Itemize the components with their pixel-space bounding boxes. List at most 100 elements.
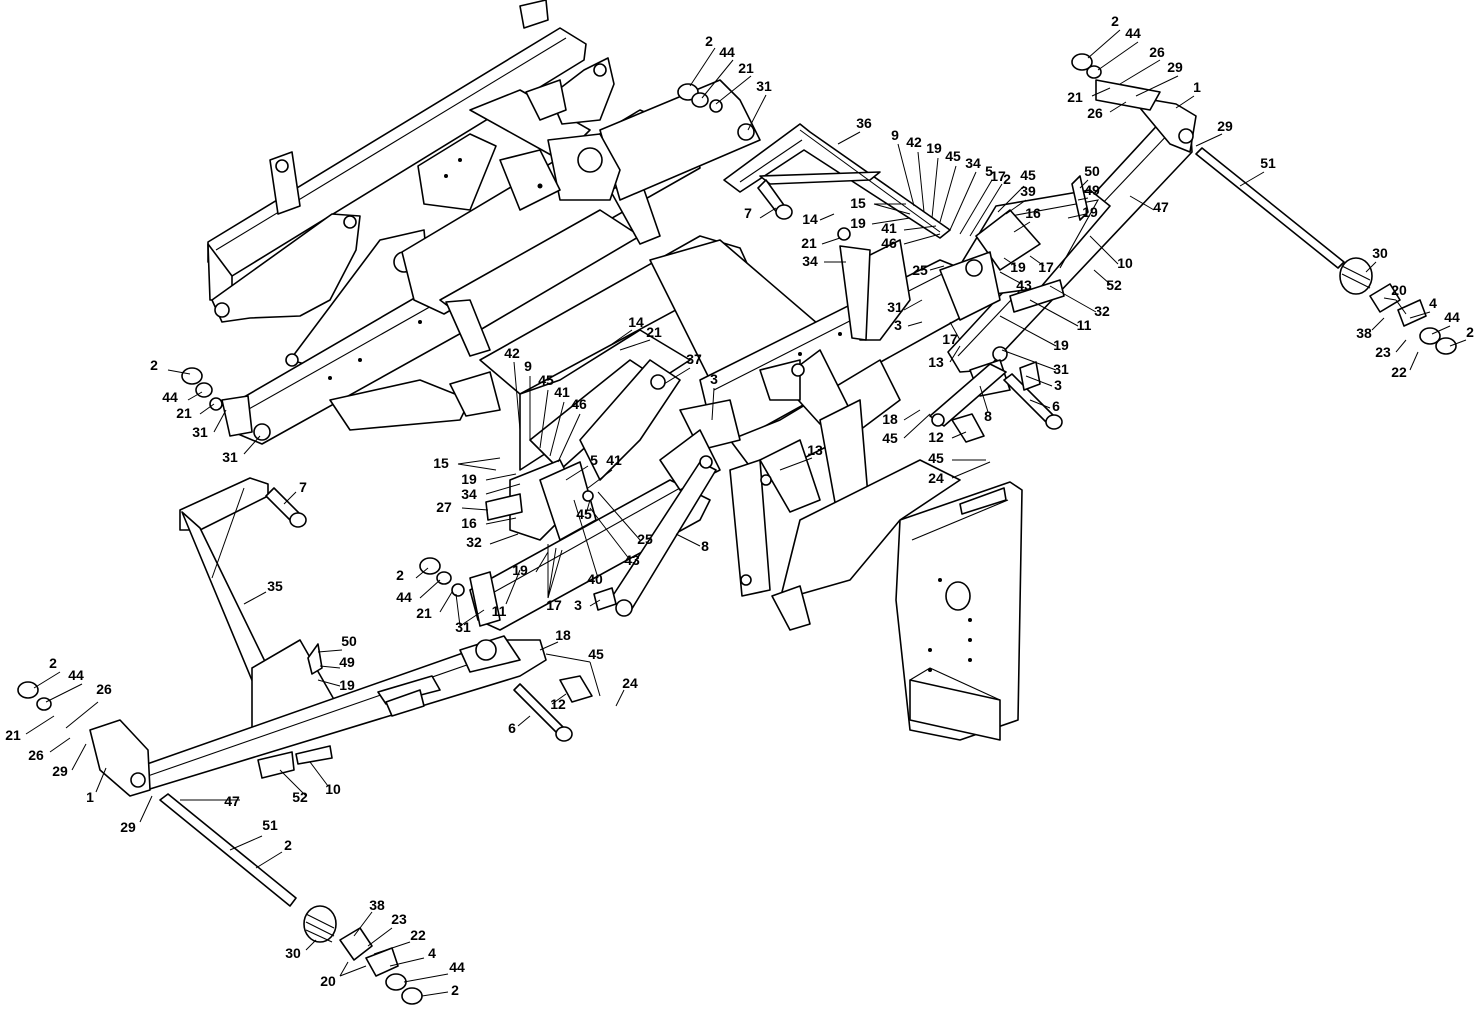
part-callout-20: 20 <box>320 973 336 989</box>
part-callout-3: 3 <box>1054 377 1062 393</box>
part-callout-26: 26 <box>96 681 112 697</box>
part-callout-19: 19 <box>1053 337 1069 353</box>
part-callout-1: 1 <box>1193 79 1201 95</box>
part-callout-44: 44 <box>449 959 465 975</box>
right-axle-shaft <box>1195 147 1457 355</box>
part-callout-41: 41 <box>554 384 570 400</box>
part-callout-44: 44 <box>1125 25 1141 41</box>
part-callout-45: 45 <box>538 372 554 388</box>
part-callout-3: 3 <box>710 371 718 387</box>
part-callout-43: 43 <box>1016 277 1032 293</box>
part-callout-19: 19 <box>1010 259 1026 275</box>
part-callout-23: 23 <box>391 911 407 927</box>
part-callout-21: 21 <box>176 405 192 421</box>
part-callout-12: 12 <box>928 429 944 445</box>
part-callout-10: 10 <box>325 781 341 797</box>
part-callout-5: 5 <box>590 452 598 468</box>
part-callout-12: 12 <box>550 696 566 712</box>
part-callout-21: 21 <box>646 324 662 340</box>
part-callout-2: 2 <box>284 837 292 853</box>
part-callout-24: 24 <box>622 675 638 691</box>
part-callout-18: 18 <box>555 627 571 643</box>
part-callout-46: 46 <box>881 235 897 251</box>
part-callout-14: 14 <box>802 211 818 227</box>
part-callout-5: 5 <box>985 163 993 179</box>
cylinder-left <box>609 455 717 617</box>
part-callout-17: 17 <box>546 597 562 613</box>
part-callout-29: 29 <box>52 763 68 779</box>
part-callout-17: 17 <box>1038 259 1054 275</box>
part-callout-46: 46 <box>571 396 587 412</box>
part-callout-13: 13 <box>807 442 823 458</box>
part-callout-11: 11 <box>1077 317 1092 333</box>
part-callout-22: 22 <box>410 927 426 943</box>
part-callout-2: 2 <box>1466 324 1474 340</box>
part-callout-34: 34 <box>461 486 477 502</box>
part-callout-6: 6 <box>1052 398 1060 414</box>
right-side-frame <box>837 79 1197 397</box>
part-callout-45: 45 <box>882 430 898 446</box>
part-callout-9: 9 <box>524 358 532 374</box>
part-callout-26: 26 <box>1149 44 1165 60</box>
part-callout-29: 29 <box>1167 59 1183 75</box>
part-callout-11: 11 <box>492 603 507 619</box>
part-callout-42: 42 <box>504 345 520 361</box>
part-callout-44: 44 <box>162 389 178 405</box>
part-callout-50: 50 <box>341 633 357 649</box>
part-callout-17: 17 <box>990 168 1006 184</box>
part-callout-3: 3 <box>574 597 582 613</box>
part-callout-44: 44 <box>719 44 735 60</box>
part-callout-8: 8 <box>701 538 709 554</box>
part-callout-2: 2 <box>150 357 158 373</box>
part-callout-45: 45 <box>928 450 944 466</box>
part-callout-30: 30 <box>285 945 301 961</box>
part-callout-45: 45 <box>576 506 592 522</box>
part-callout-31: 31 <box>455 619 471 635</box>
part-callout-49: 49 <box>1084 182 1100 198</box>
part-callout-19: 19 <box>850 215 866 231</box>
part-callout-32: 32 <box>1094 303 1110 319</box>
part-callout-21: 21 <box>738 60 754 76</box>
part-callout-42: 42 <box>906 134 922 150</box>
part-callout-41: 41 <box>606 452 622 468</box>
rear-crossbeam <box>207 0 587 301</box>
part-callout-25: 25 <box>912 262 928 278</box>
part-callout-6: 6 <box>508 720 516 736</box>
part-callout-34: 34 <box>965 155 981 171</box>
part-callout-51: 51 <box>262 817 278 833</box>
part-callout-34: 34 <box>802 253 818 269</box>
left-axle-shaft <box>159 793 423 1005</box>
part-callout-2: 2 <box>705 33 713 49</box>
part-callout-19: 19 <box>1082 204 1098 220</box>
part-callout-16: 16 <box>1025 205 1041 221</box>
part-callout-2: 2 <box>49 655 57 671</box>
part-callout-47: 47 <box>1153 199 1169 215</box>
part-callout-2: 2 <box>1003 171 1011 187</box>
part-callout-35: 35 <box>267 578 283 594</box>
part-callout-38: 38 <box>369 897 385 913</box>
part-callout-31: 31 <box>1053 361 1069 377</box>
part-callout-52: 52 <box>1106 277 1122 293</box>
part-callout-7: 7 <box>744 205 752 221</box>
part-callout-29: 29 <box>120 819 136 835</box>
part-callout-3: 3 <box>894 317 902 333</box>
part-callout-21: 21 <box>5 727 21 743</box>
part-callout-47: 47 <box>224 793 240 809</box>
part-callout-2: 2 <box>396 567 404 583</box>
part-callout-7: 7 <box>299 479 307 495</box>
part-callout-22: 22 <box>1391 364 1407 380</box>
part-callout-15: 15 <box>433 455 449 471</box>
part-callout-23: 23 <box>1375 344 1391 360</box>
part-callout-37: 37 <box>686 351 702 367</box>
left-lift-arm <box>469 359 805 631</box>
part-callout-45: 45 <box>588 646 604 662</box>
part-callout-21: 21 <box>416 605 432 621</box>
leader-lines <box>25 29 1467 997</box>
cylinder-right <box>929 363 1007 427</box>
part-callout-14: 14 <box>628 314 644 330</box>
hitch-plate-assembly <box>771 459 1023 741</box>
part-callout-17: 17 <box>942 331 958 347</box>
part-callout-21: 21 <box>1067 89 1083 105</box>
